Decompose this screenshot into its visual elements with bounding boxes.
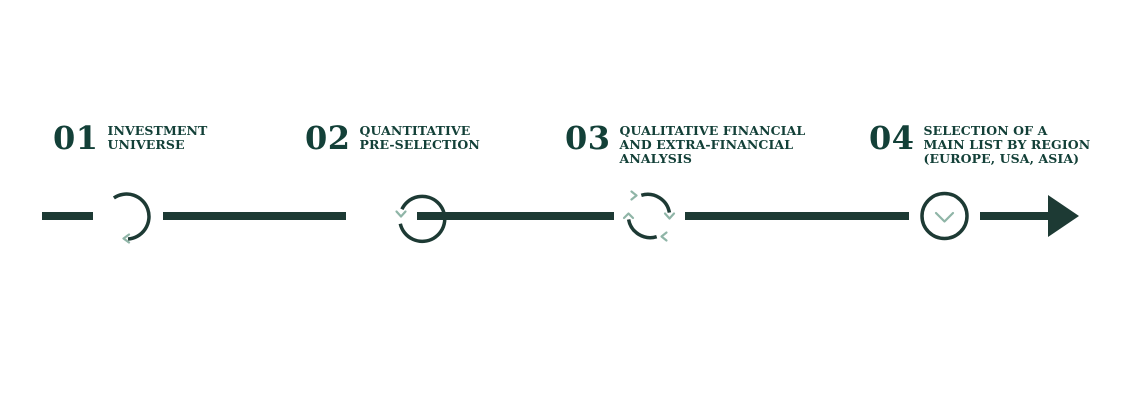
step-3-label: 03 QUALITATIVE FINANCIAL AND EXTRA-FINAN… xyxy=(565,120,805,166)
timeline-segment-4 xyxy=(685,212,909,220)
timeline-segment-3 xyxy=(417,212,614,220)
timeline-segment-1 xyxy=(42,212,93,220)
step-4-label: 04 SELECTION OF A MAIN LIST BY REGION (E… xyxy=(869,120,1090,166)
timeline-bar xyxy=(42,212,1050,220)
step-4-title: SELECTION OF A MAIN LIST BY REGION (EURO… xyxy=(923,123,1091,166)
step-4-number: 04 xyxy=(869,119,915,157)
step-1-number: 01 xyxy=(53,119,99,157)
timeline-segment-5 xyxy=(980,212,1050,220)
step-2-title: QUANTITATIVE PRE-SELECTION xyxy=(359,123,480,152)
cycle-arrows-icon xyxy=(622,190,676,242)
step-3-number: 03 xyxy=(565,119,611,157)
circular-arrow-icon xyxy=(112,192,151,244)
step-1-label: 01 INVESTMENT UNIVERSE xyxy=(53,120,207,156)
timeline-arrowhead xyxy=(1048,195,1079,237)
chevron-down-circle-icon xyxy=(920,191,969,241)
circular-arrow-icon xyxy=(395,194,447,244)
step-2-number: 02 xyxy=(305,119,351,157)
step-3-title: QUALITATIVE FINANCIAL AND EXTRA-FINANCIA… xyxy=(619,123,806,166)
step-2-label: 02 QUANTITATIVE PRE-SELECTION xyxy=(305,120,480,156)
step-1-title: INVESTMENT UNIVERSE xyxy=(107,123,208,152)
timeline-segment-2 xyxy=(163,212,346,220)
